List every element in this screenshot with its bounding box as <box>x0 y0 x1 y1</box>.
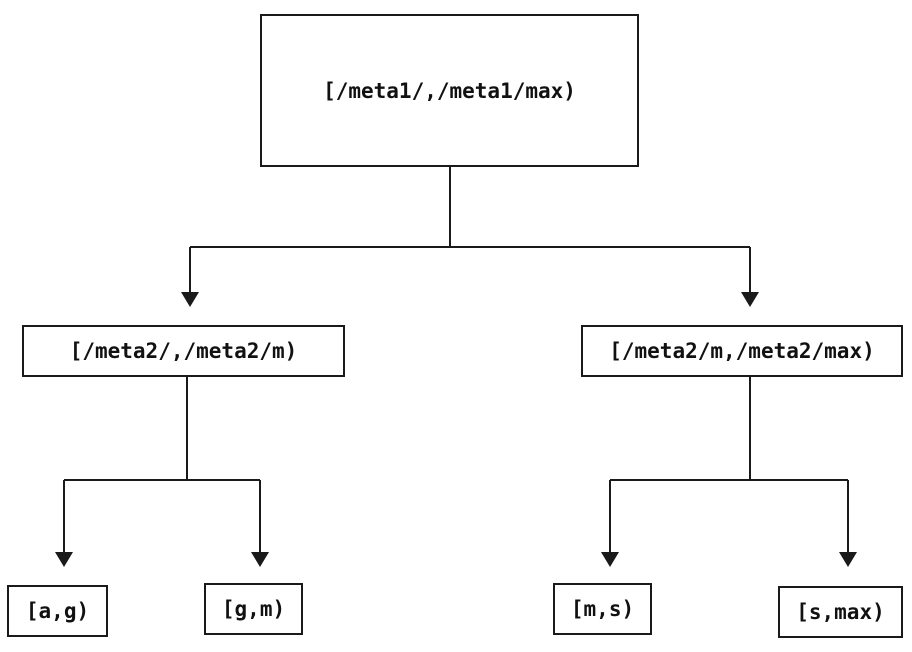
arrowhead-to-right <box>741 292 759 307</box>
arrowhead-to-smax <box>839 552 857 567</box>
node-meta2-lower-range: [/meta2/,/meta2/m) <box>22 325 345 377</box>
arrowhead-to-gm <box>251 552 269 567</box>
arrowhead-to-left <box>181 292 199 307</box>
node-meta2-upper-range: [/meta2/m,/meta2/max) <box>581 325 903 377</box>
node-leaf-s-max: [s,max) <box>778 586 903 638</box>
node-leaf-g-m: [g,m) <box>204 583 303 635</box>
node-leaf-a-g: [a,g) <box>7 585 108 637</box>
node-leaf-m-s: [m,s) <box>553 583 652 635</box>
arrowhead-to-ms <box>601 552 619 567</box>
arrowhead-to-ag <box>55 552 73 567</box>
node-meta1-range: [/meta1/,/meta1/max) <box>260 14 639 167</box>
